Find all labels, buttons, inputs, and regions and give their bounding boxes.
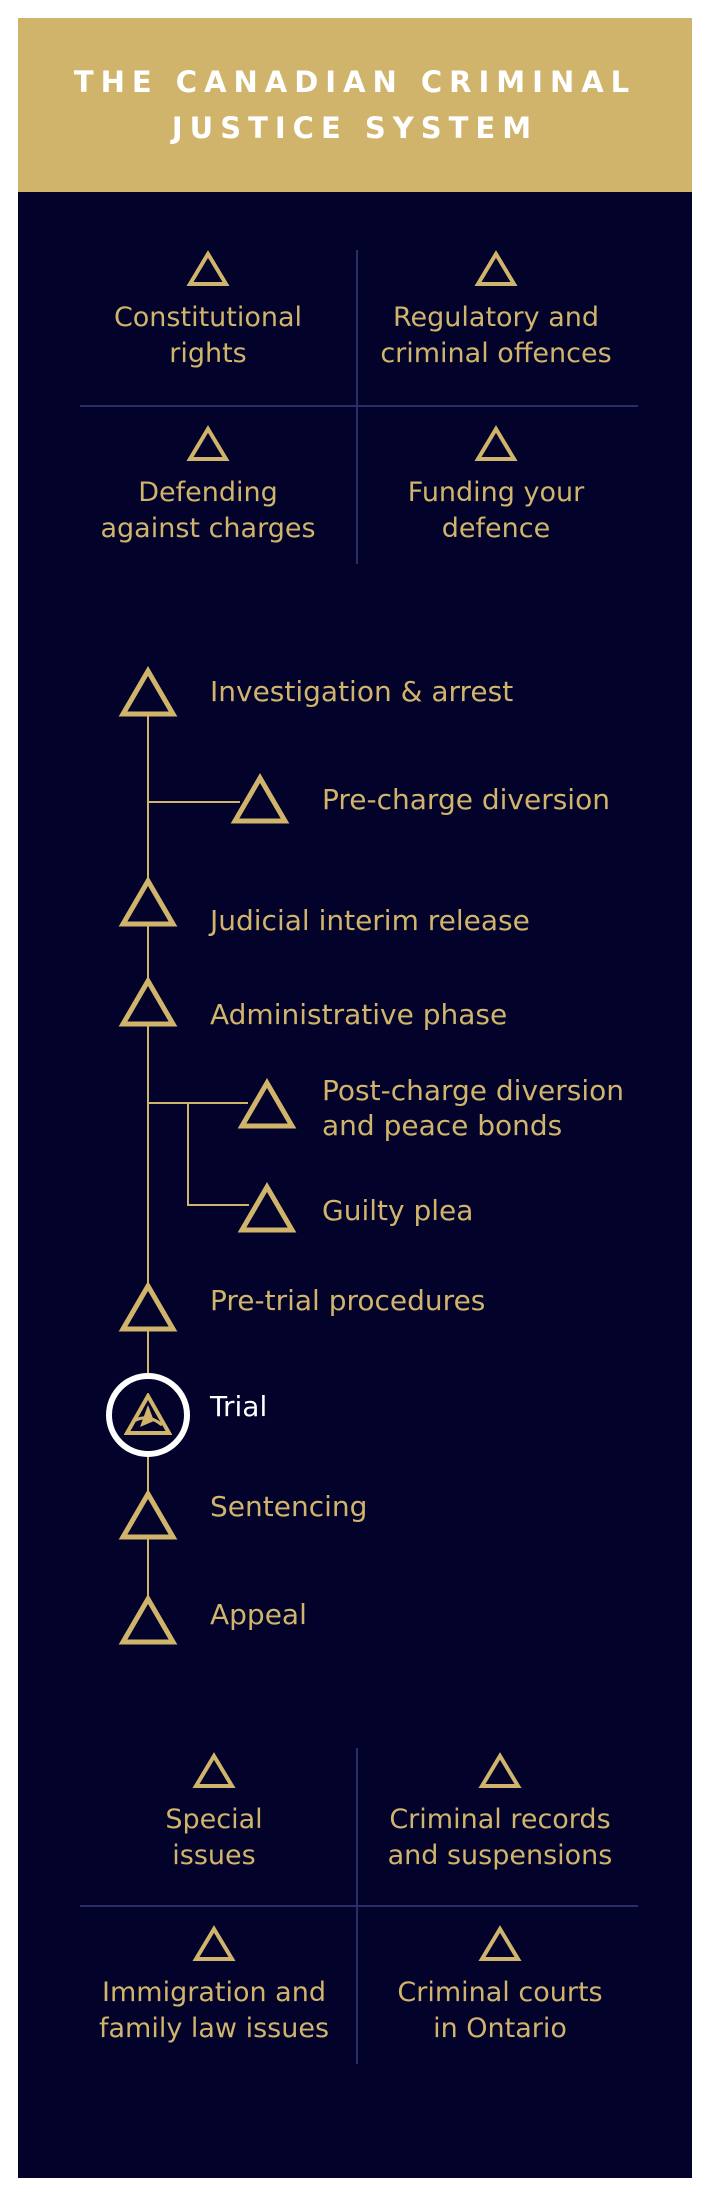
grid-item-label: family law issues — [98, 2013, 330, 2044]
timeline-item-investigation[interactable]: Investigation & arrest — [210, 675, 514, 708]
triangle-icon[interactable] — [118, 876, 178, 928]
post-charge-line-2: and peace bonds — [322, 1109, 563, 1142]
timeline-item-judicial-interim-release[interactable]: Judicial interim release — [210, 904, 530, 937]
triangle-icon[interactable] — [118, 666, 178, 718]
grid-item-regulatory-offences[interactable]: Regulatory and criminal offences — [368, 250, 624, 372]
grid-item-label: Special — [165, 1804, 263, 1835]
title-line-1: THE CANADIAN CRIMINAL — [73, 65, 637, 99]
title-line-2: JUSTICE SYSTEM — [171, 111, 539, 145]
timeline-item-post-charge-diversion[interactable]: Post-charge diversion and peace bonds — [322, 1073, 624, 1143]
timeline-item-administrative-phase[interactable]: Administrative phase — [210, 998, 508, 1031]
triangle-icon[interactable] — [237, 1078, 297, 1130]
grid-item-label: rights — [169, 338, 247, 369]
grid-item-label: Regulatory and — [392, 302, 600, 333]
grid-item-criminal-records[interactable]: Criminal records and suspensions — [372, 1752, 628, 1874]
grid-item-label: in Ontario — [433, 2013, 567, 2044]
triangle-icon[interactable] — [118, 976, 178, 1028]
triangle-icon — [474, 250, 518, 286]
triangle-icon[interactable] — [118, 1281, 178, 1333]
grid-item-label: Funding your — [407, 477, 585, 508]
triangle-icon — [474, 425, 518, 461]
page-title: THE CANADIAN CRIMINAL JUSTICE SYSTEM — [18, 18, 692, 192]
main-panel — [18, 18, 692, 2178]
triangle-icon — [186, 425, 230, 461]
grid-item-label: Criminal records — [389, 1804, 611, 1835]
timeline-item-pre-charge-diversion[interactable]: Pre-charge diversion — [322, 783, 610, 816]
timeline-branch-post-charge — [148, 1102, 248, 1104]
grid-item-label: defence — [441, 513, 551, 544]
grid-divider-vertical — [356, 250, 358, 564]
triangle-icon — [478, 1925, 522, 1961]
grid-item-label: and suspensions — [387, 1840, 613, 1871]
grid-item-special-issues[interactable]: Special issues — [86, 1752, 342, 1874]
timeline-item-appeal[interactable]: Appeal — [210, 1598, 307, 1631]
triangle-icon — [192, 1925, 236, 1961]
grid-divider-horizontal — [80, 405, 638, 407]
triangle-icon — [192, 1752, 236, 1788]
timeline-item-guilty-plea[interactable]: Guilty plea — [322, 1194, 474, 1227]
triangle-icon[interactable] — [237, 1182, 297, 1234]
timeline-main-line — [147, 690, 149, 1626]
grid-item-immigration-family[interactable]: Immigration and family law issues — [86, 1925, 342, 2047]
grid-item-defending-charges[interactable]: Defending against charges — [80, 425, 336, 547]
timeline-branch-guilty — [187, 1204, 249, 1206]
grid-item-criminal-courts[interactable]: Criminal courts in Ontario — [372, 1925, 628, 2047]
grid-item-label: Defending — [138, 477, 278, 508]
timeline-branch-pre-charge — [148, 801, 240, 803]
post-charge-line-1: Post-charge diversion — [322, 1074, 625, 1107]
triangle-icon — [186, 250, 230, 286]
timeline-item-pre-trial[interactable]: Pre-trial procedures — [210, 1284, 486, 1317]
grid-item-label: Immigration and — [102, 1977, 326, 2008]
trial-current-marker[interactable] — [106, 1373, 190, 1457]
grid-item-label: against charges — [100, 513, 316, 544]
triangle-icon[interactable] — [118, 1594, 178, 1646]
triangle-icon — [478, 1752, 522, 1788]
timeline-item-trial[interactable]: Trial — [210, 1390, 268, 1423]
grid-item-label: Criminal courts — [397, 1977, 603, 2008]
timeline-item-sentencing[interactable]: Sentencing — [210, 1490, 368, 1523]
grid-divider-horizontal — [80, 1905, 638, 1907]
grid-item-constitutional-rights[interactable]: Constitutional rights — [80, 250, 336, 372]
triangle-icon[interactable] — [118, 1489, 178, 1541]
grid-item-label: issues — [172, 1840, 256, 1871]
grid-item-label: criminal offences — [380, 338, 612, 369]
grid-item-label: Constitutional — [113, 302, 303, 333]
triangle-icon[interactable] — [230, 773, 290, 825]
grid-item-funding-defence[interactable]: Funding your defence — [368, 425, 624, 547]
trial-logo-icon — [124, 1393, 172, 1435]
timeline-branch-guilty-vertical — [187, 1102, 189, 1205]
